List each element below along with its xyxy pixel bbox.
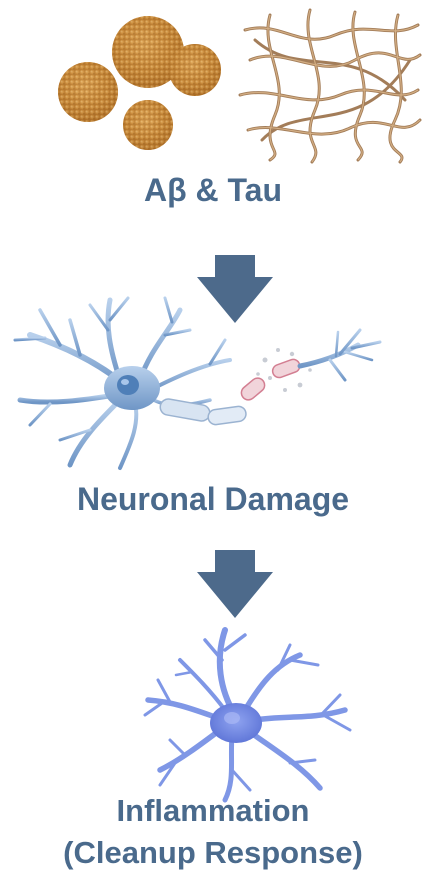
down-arrow-icon [195,550,275,620]
damaged-neuron-image [0,290,426,470]
amyloid-plaques-image [0,0,426,170]
microglia-image [0,620,426,800]
step-label-neuronal-damage: Neuronal Damage [0,481,426,518]
tau-tangles [240,10,420,162]
microglia-soma [210,703,262,743]
step-label-abeta-tau: Aβ & Tau [0,172,426,209]
axon-terminal [300,330,380,380]
neuron-soma [104,366,160,410]
step-label-cleanup-response: (Cleanup Response) [0,835,426,871]
step-label-inflammation: Inflammation [0,793,426,829]
axon-segments [159,358,302,426]
plaque-cluster [58,16,221,150]
